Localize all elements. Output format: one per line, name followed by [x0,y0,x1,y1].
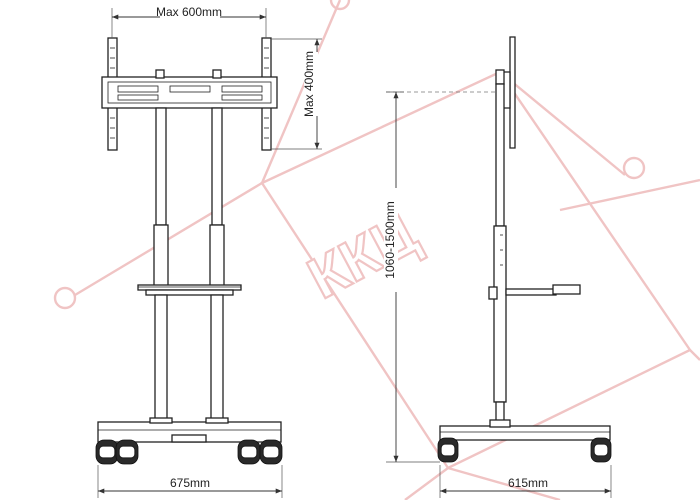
column-right-lower [210,294,224,423]
dimension-height-range: 1060-1500mm [383,91,440,463]
caster-front-4 [259,439,283,465]
side-view [386,36,612,463]
column-right-upper [211,107,223,226]
watermark-text: ККЦ [298,201,428,312]
column-side-upper [495,83,505,227]
front-view [95,37,283,465]
mounting-plate [101,69,278,109]
width-max-label: Max 600mm [156,5,222,19]
column-left-lower [154,294,168,423]
column-right-middle [209,224,225,291]
caster-front-3 [237,439,261,465]
shelf-front [137,284,242,296]
dimension-height-max: Max 400mm [271,38,322,150]
base-side [439,419,611,441]
height-max-label: Max 400mm [302,51,316,117]
shelf-side [488,284,581,300]
tv-bracket-side [495,36,516,149]
column-left-upper [155,107,167,226]
caster-front-1 [95,439,119,465]
caster-front-2 [115,439,139,465]
base-depth-label: 615mm [508,476,548,490]
dimension-base-width: 675mm [97,465,283,498]
base-front [97,417,282,443]
height-range-label: 1060-1500mm [383,201,397,278]
caster-side-1 [437,437,459,463]
dimension-width-max: Max 600mm [111,5,267,38]
column-side-lower [493,225,507,403]
caster-side-2 [590,437,612,463]
base-width-label: 675mm [170,476,210,490]
column-left-middle [153,224,169,291]
dimension-base-depth: 615mm [439,465,612,498]
